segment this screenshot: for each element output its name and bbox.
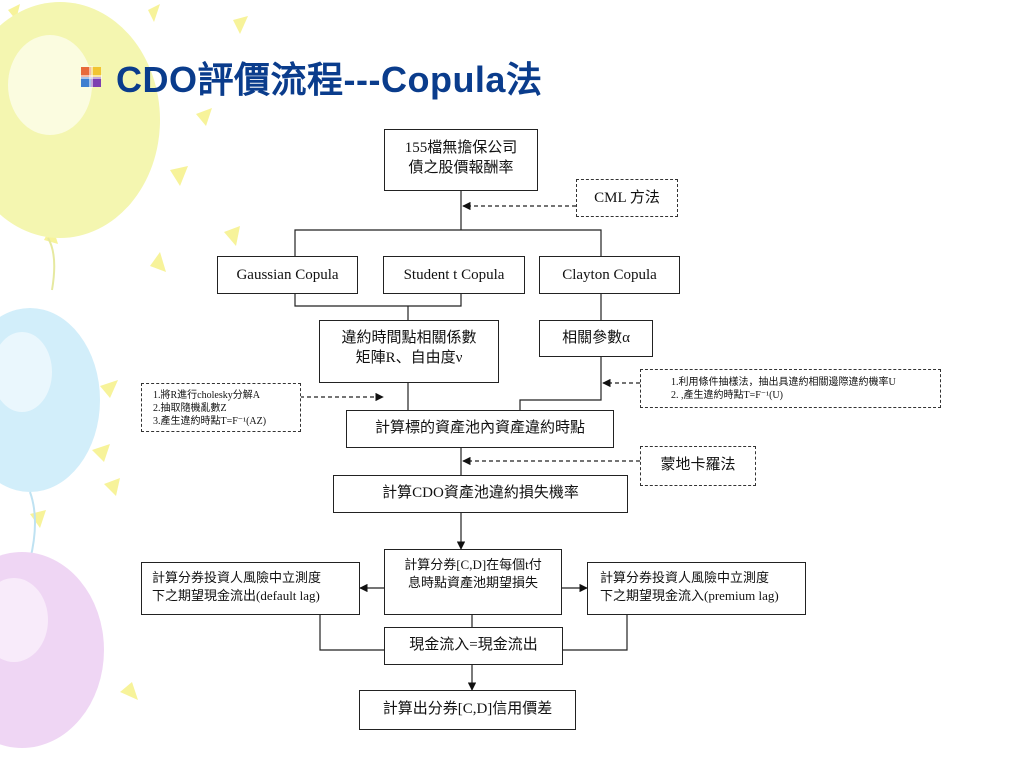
ray-5: [170, 166, 188, 186]
monte-carlo-note: 蒙地卡羅法: [640, 446, 756, 486]
copula-bottom-bracket: [294, 294, 462, 307]
correlation-parameter-box: 相關參數α: [539, 320, 653, 357]
ray-12: [104, 478, 120, 496]
balloon-yellow: [0, 2, 160, 291]
cash-balance-box: 現金流入=現金流出: [384, 627, 563, 665]
slide-title: CDO評價流程---Copula法: [80, 52, 542, 102]
credit-spread-box: 計算出分券[C,D]信用價差: [359, 690, 576, 730]
expected-outflow-box: 計算分券投資人風險中立測度 下之期望現金流出(default lag): [141, 562, 360, 615]
bond-returns-box: 155檔無擔保公司 債之股價報酬率: [384, 129, 538, 191]
expected-inflow-box: 計算分券投資人風險中立測度 下之期望現金流入(premium lag): [587, 562, 806, 615]
balloon-blue: [0, 308, 100, 561]
connector-outflow-to-balance: [319, 615, 384, 651]
gaussian-copula-box: Gaussian Copula: [217, 256, 358, 294]
page-title: CDO評價流程---Copula法: [116, 59, 543, 100]
loss-probability-box: 計算CDO資產池違約損失機率: [333, 475, 628, 513]
ray-4: [196, 108, 212, 126]
connector-inflow-to-balance: [563, 615, 628, 651]
expected-loss-box: 計算分券[C,D]在每個t付 息時點資產池期望損失: [384, 549, 562, 615]
balloon-purple: [0, 552, 104, 748]
ray-6: [224, 226, 240, 246]
ray-8: [150, 252, 166, 272]
copula-top-bracket: [294, 229, 602, 256]
ray-9: [100, 380, 118, 398]
default-time-box: 計算標的資產池內資產違約時點: [346, 410, 614, 448]
conditional-sampling-steps-note: 1.利用條件抽樣法，抽出具違約相關邊際違約機率U 2. ,產生違約時點T=F⁻¹…: [640, 369, 941, 408]
ray-2: [148, 4, 160, 22]
four-square-bullet-icon: [80, 66, 102, 88]
ray-3: [233, 16, 248, 34]
clayton-copula-box: Clayton Copula: [539, 256, 680, 294]
student-t-copula-box: Student t Copula: [383, 256, 525, 294]
cml-method-note: CML 方法: [576, 179, 678, 217]
cholesky-steps-note: 1.將R進行cholesky分解A 2.抽取隨機亂數Z 3.產生違約時點T=F⁻…: [141, 383, 301, 432]
connector-param-to-time: [519, 357, 602, 410]
ray-14: [120, 682, 138, 700]
default-correlation-matrix-box: 違約時間點相關係數 矩陣R、自由度ν: [319, 320, 499, 383]
ray-11: [92, 444, 110, 462]
